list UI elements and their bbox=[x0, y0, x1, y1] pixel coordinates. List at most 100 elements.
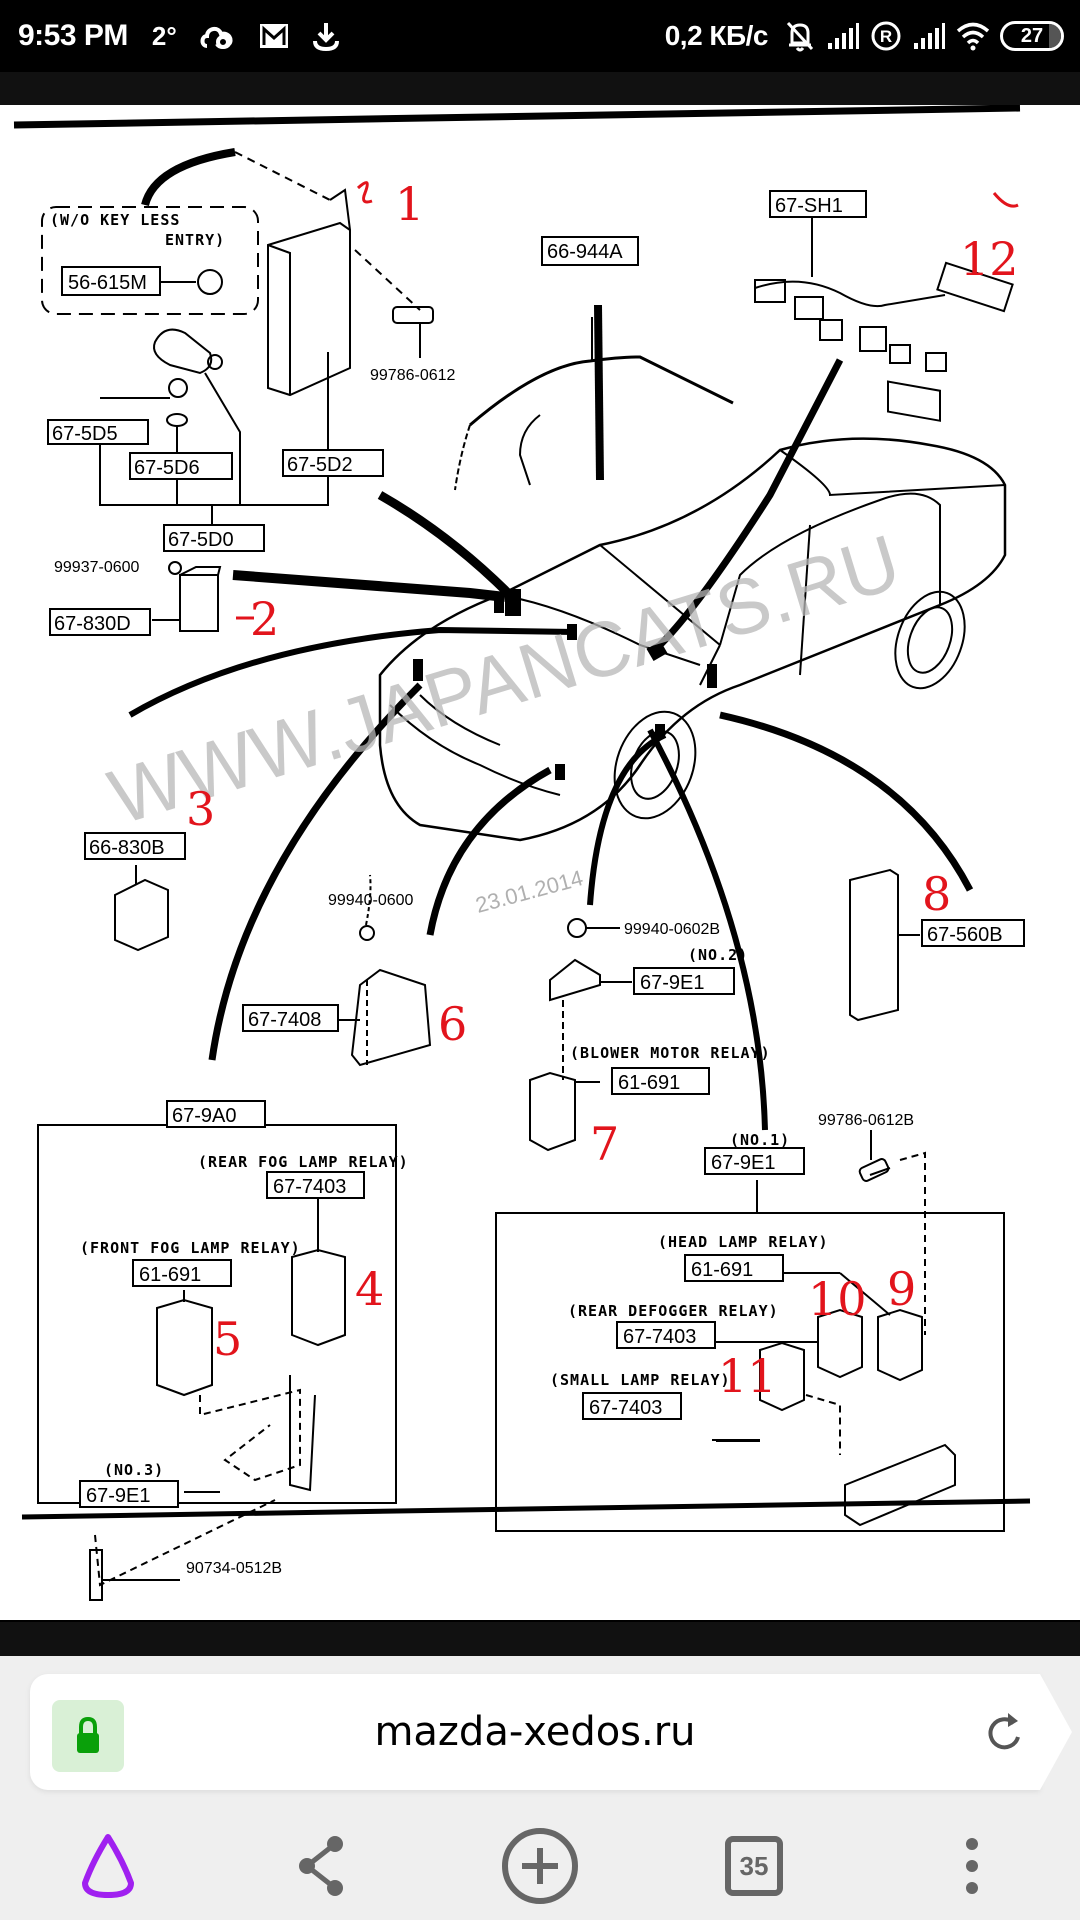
date-watermark: 23.01.2014 bbox=[473, 865, 586, 918]
signal-icon bbox=[912, 21, 946, 51]
svg-text:67-9A0: 67-9A0 bbox=[172, 1105, 237, 1127]
more-menu-button[interactable] bbox=[922, 1816, 1022, 1916]
cloud-icon bbox=[199, 22, 237, 50]
svg-text:67-9E1: 67-9E1 bbox=[86, 1485, 151, 1507]
part-label-99940-0600: 99940-0600 bbox=[328, 892, 414, 909]
page-top-band bbox=[0, 72, 1080, 105]
roaming-r-icon: R bbox=[870, 20, 902, 52]
leader-1 bbox=[377, 491, 514, 599]
svg-text:67-5D2: 67-5D2 bbox=[287, 454, 353, 476]
alice-assistant-button[interactable] bbox=[58, 1816, 158, 1916]
annotation-4: 4 bbox=[355, 1262, 384, 1316]
share-button[interactable] bbox=[272, 1816, 372, 1916]
caption-rear-fog: (REAR FOG LAMP RELAY) bbox=[198, 1153, 409, 1171]
annotation-2: 2 bbox=[250, 592, 279, 646]
top-rule bbox=[13, 105, 1021, 129]
more-menu-icon bbox=[966, 1838, 978, 1894]
svg-text:67-5D6: 67-5D6 bbox=[134, 457, 200, 479]
part-label-56-615M: 56-615M bbox=[61, 266, 161, 296]
svg-text:67-7403: 67-7403 bbox=[589, 1397, 662, 1419]
address-bar[interactable]: mazda-xedos.ru bbox=[30, 1674, 1072, 1790]
part-label-61-691-front-fog: 61-691 bbox=[132, 1259, 232, 1287]
caption-wo-keyless-2: ENTRY) bbox=[165, 231, 225, 249]
clock: 9:53 PM bbox=[18, 19, 128, 52]
browser-bottom-bar: mazda-xedos.ru 35 bbox=[0, 1656, 1080, 1920]
svg-text:61-691: 61-691 bbox=[139, 1264, 201, 1286]
leader-6 bbox=[426, 766, 552, 936]
leader-8 bbox=[719, 711, 974, 892]
svg-text:66-830B: 66-830B bbox=[89, 837, 165, 859]
part-label-90734-0512B: 90734-0512B bbox=[186, 1560, 282, 1577]
caption-no2: (NO.2) bbox=[688, 946, 748, 964]
part-label-67-9E1-no1: 67-9E1 bbox=[704, 1147, 805, 1175]
part-label-67-7403-rear-fog: 67-7403 bbox=[266, 1171, 365, 1199]
part-label-67-5D5: 67-5D5 bbox=[47, 419, 149, 445]
caption-head-lamp: (HEAD LAMP RELAY) bbox=[658, 1233, 829, 1251]
signal-icon bbox=[826, 21, 860, 51]
part-label-99786-0612B: 99786-0612B bbox=[818, 1112, 914, 1129]
status-bar: 9:53 PM 2° 0,2 КБ/с R 27 bbox=[0, 0, 1080, 72]
tabs-button[interactable]: 35 bbox=[704, 1816, 804, 1916]
part-label-67-9E1-no3: 67-9E1 bbox=[79, 1480, 179, 1508]
car-outline bbox=[378, 437, 1007, 842]
tabs-icon: 35 bbox=[725, 1836, 783, 1896]
network-speed: 0,2 КБ/с bbox=[664, 20, 769, 51]
caption-wo-keyless-1: (W/O KEY LESS bbox=[50, 211, 180, 229]
annotation-6: 6 bbox=[438, 997, 467, 1051]
annotation-3: 3 bbox=[186, 782, 215, 836]
leader-harness bbox=[594, 304, 604, 481]
part-label-99786-0612: 99786-0612 bbox=[370, 367, 456, 384]
watermark-text: WWW.JAPANCATS.RU bbox=[99, 517, 909, 841]
parts-diagram-image[interactable]: WWW.JAPANCATS.RU 23.01.2014 (W/O KEY LES… bbox=[0, 105, 1080, 1620]
svg-text:67-5D0: 67-5D0 bbox=[168, 529, 234, 551]
annotation-11: 11 bbox=[718, 1349, 777, 1403]
annotation-9: 9 bbox=[887, 1262, 916, 1316]
svg-text:R: R bbox=[880, 27, 892, 46]
part-label-66-944A: 66-944A bbox=[541, 236, 639, 266]
svg-text:67-SH1: 67-SH1 bbox=[775, 195, 843, 217]
svg-text:67-7408: 67-7408 bbox=[248, 1009, 321, 1031]
svg-text:67-560B: 67-560B bbox=[927, 924, 1003, 946]
part-label-67-5D0: 67-5D0 bbox=[163, 524, 265, 552]
mute-bell-icon bbox=[784, 19, 816, 53]
part-label-67-9E1-no2: 67-9E1 bbox=[633, 967, 735, 995]
svg-text:61-691: 61-691 bbox=[618, 1072, 680, 1094]
caption-front-fog: (FRONT FOG LAMP RELAY) bbox=[80, 1239, 301, 1257]
new-tab-button[interactable] bbox=[490, 1816, 590, 1916]
part-label-67-5D6: 67-5D6 bbox=[129, 452, 233, 480]
svg-text:67-9E1: 67-9E1 bbox=[640, 972, 705, 994]
part-label-67-5D2: 67-5D2 bbox=[282, 449, 384, 477]
caption-no3: (NO.3) bbox=[104, 1461, 164, 1479]
page-bottom-band bbox=[0, 1622, 1080, 1656]
svg-text:67-5D5: 67-5D5 bbox=[52, 423, 118, 445]
caption-rear-defogger: (REAR DEFOGGER RELAY) bbox=[568, 1302, 779, 1320]
annotation-7: 7 bbox=[590, 1117, 619, 1171]
share-icon bbox=[299, 1836, 343, 1896]
secure-lock-button[interactable] bbox=[52, 1700, 124, 1772]
alice-assistant-icon bbox=[82, 1834, 134, 1898]
leader-2 bbox=[232, 570, 506, 602]
svg-text:66-944A: 66-944A bbox=[547, 241, 623, 263]
reload-button[interactable] bbox=[980, 1708, 1028, 1756]
temperature: 2° bbox=[151, 20, 177, 51]
annotation-8: 8 bbox=[922, 867, 951, 921]
leader-3 bbox=[128, 626, 576, 718]
part-label-67-830D: 67-830D bbox=[49, 608, 151, 636]
keyless-group-box bbox=[41, 206, 259, 315]
caption-small-lamp: (SMALL LAMP RELAY) bbox=[550, 1371, 731, 1389]
svg-text:56-615M: 56-615M bbox=[68, 272, 147, 294]
parts-diagram: WWW.JAPANCATS.RU 23.01.2014 (W/O KEY LES… bbox=[13, 105, 1031, 1601]
leader-7 bbox=[587, 732, 667, 906]
gmail-icon bbox=[259, 23, 289, 49]
bottom-rule bbox=[21, 1498, 1031, 1520]
svg-text:67-7403: 67-7403 bbox=[273, 1176, 346, 1198]
part-label-99937-0600: 99937-0600 bbox=[54, 559, 140, 576]
part-label-67-7408: 67-7408 bbox=[242, 1004, 339, 1032]
battery-indicator: 27 bbox=[1000, 21, 1064, 51]
annotation-10: 10 bbox=[808, 1272, 867, 1326]
part-label-67-SH1: 67-SH1 bbox=[769, 190, 867, 218]
svg-text:67-7403: 67-7403 bbox=[623, 1326, 696, 1348]
url-text[interactable]: mazda-xedos.ru bbox=[374, 1709, 696, 1755]
part-label-67-9A0: 67-9A0 bbox=[166, 1100, 266, 1128]
annotation-5: 5 bbox=[213, 1312, 242, 1366]
